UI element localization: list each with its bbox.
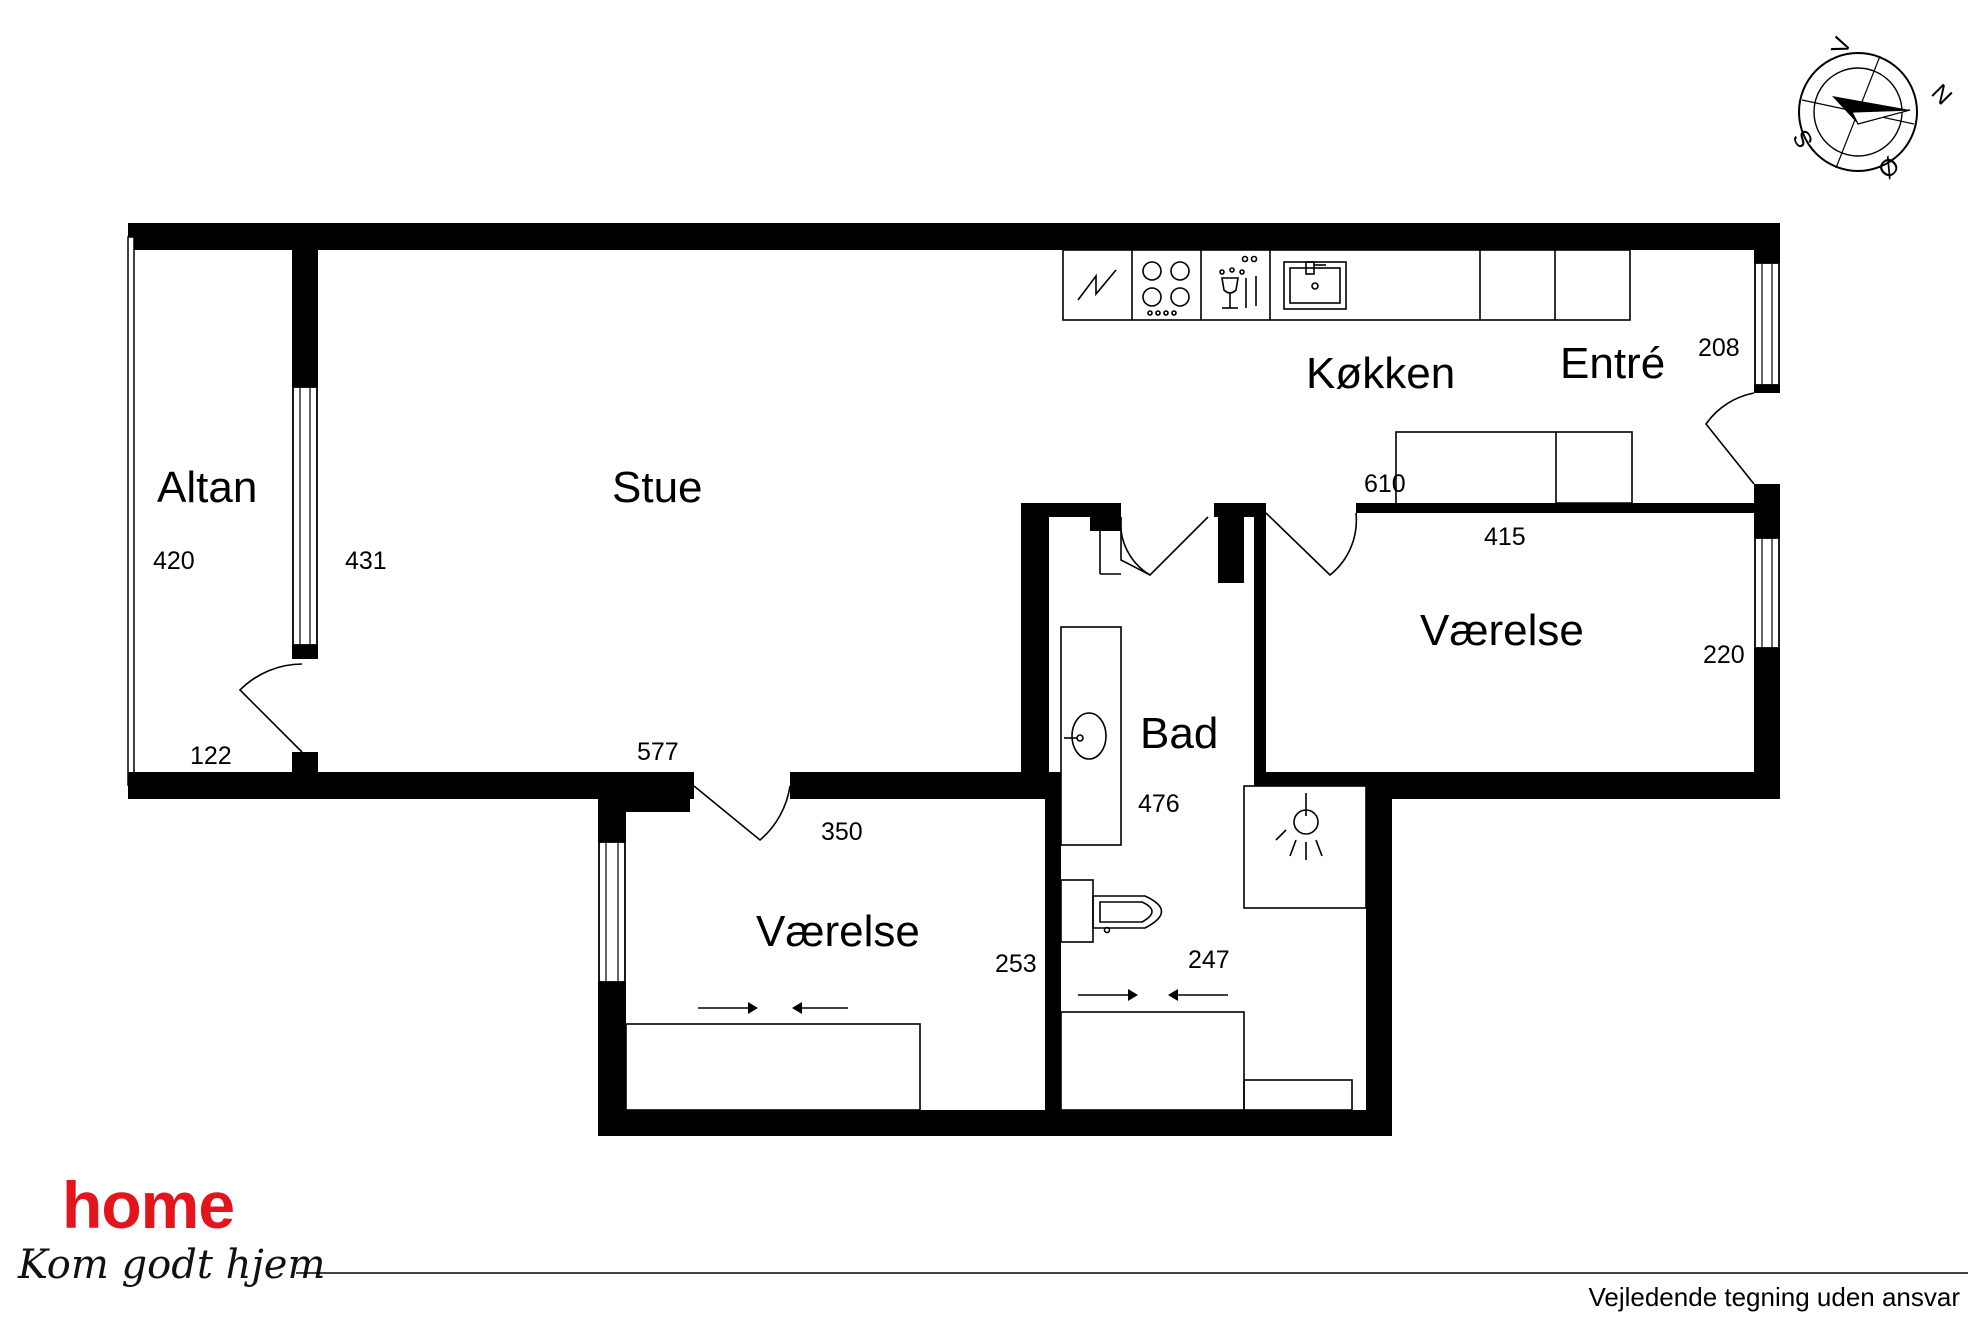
room-label-vaerelse-east: Værelse <box>1420 606 1584 655</box>
walls <box>127 223 1780 1136</box>
toilet-icon <box>1060 879 1163 943</box>
dimension-altan-door: 122 <box>190 742 232 770</box>
dimension-vaerelse-east-width: 415 <box>1484 523 1526 551</box>
dimension-entre-width: 208 <box>1698 334 1740 362</box>
room-label-bad: Bad <box>1140 709 1218 758</box>
compass-south: S <box>1788 125 1819 152</box>
dimension-stue-window-wall: 431 <box>345 547 387 575</box>
compass-west: V <box>1826 34 1857 58</box>
wardrobe-arrows-icon <box>698 1002 848 1014</box>
compass-north: N <box>1926 79 1957 110</box>
room-label-entre: Entré <box>1560 339 1665 388</box>
room-label-stue: Stue <box>612 463 703 512</box>
dimension-bad-length: 476 <box>1138 790 1180 818</box>
shower-icon <box>1275 793 1323 860</box>
footer-disclaimer: Vejledende tegning uden ansvar <box>1588 1282 1960 1312</box>
dishwasher-icon <box>1219 255 1258 309</box>
stove-icon <box>1142 261 1190 316</box>
room-label-vaerelse-south: Værelse <box>756 907 920 956</box>
sink-icon <box>1283 261 1347 310</box>
dimension-kokken-length: 610 <box>1364 470 1406 498</box>
compass-east: Ø <box>1873 152 1905 184</box>
fridge-icon <box>1077 269 1117 301</box>
closet-arrows-icon <box>1078 989 1228 1001</box>
dimension-stue-south: 577 <box>637 738 679 766</box>
dimension-altan-length: 420 <box>153 547 195 575</box>
wardrobe <box>625 1002 921 1111</box>
brand-logo: home <box>62 1168 234 1242</box>
room-label-kokken: Køkken <box>1306 349 1455 398</box>
dimension-bad-width: 247 <box>1188 946 1230 974</box>
washbasin-icon <box>1064 712 1107 760</box>
brand-tagline: Kom godt hjem <box>17 1242 325 1288</box>
room-label-altan: Altan <box>157 463 257 512</box>
kitchen-counter <box>1062 249 1633 505</box>
bathroom-fixtures <box>1060 517 1367 1111</box>
compass-needle-icon <box>1832 96 1910 124</box>
compass: N Ø S V <box>1788 34 1957 184</box>
dimension-vaerelse-south-width: 350 <box>821 818 863 846</box>
windows <box>292 262 1780 983</box>
doors <box>238 392 1755 842</box>
dimension-vaerelse-east-depth: 220 <box>1703 641 1745 669</box>
dimension-vaerelse-south-depth: 253 <box>995 950 1037 978</box>
